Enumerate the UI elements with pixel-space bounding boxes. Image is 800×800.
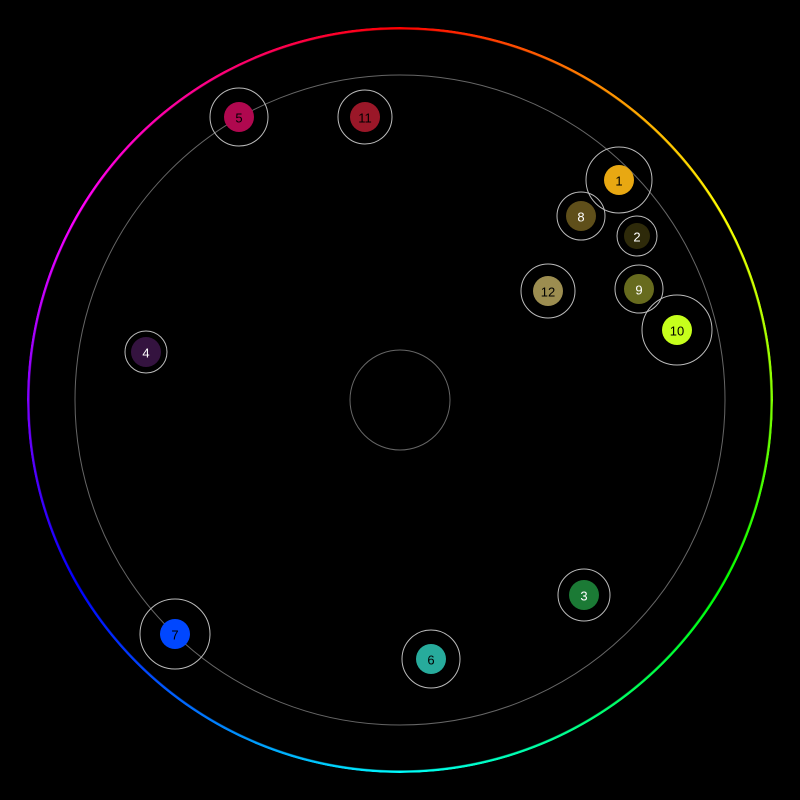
node-swatch[interactable] <box>662 315 692 345</box>
node-label: 2 <box>633 230 640 245</box>
node-label: 1 <box>615 174 622 189</box>
node-swatch[interactable] <box>131 337 161 367</box>
node-halo <box>209 87 269 147</box>
center-circle <box>349 349 451 451</box>
node-label: 12 <box>541 285 555 300</box>
color-node-7[interactable]: 7 <box>139 598 211 670</box>
color-node-10[interactable]: 10 <box>641 294 713 366</box>
node-halo <box>557 568 611 622</box>
node-label: 9 <box>635 283 642 298</box>
node-label: 6 <box>427 653 434 668</box>
color-node-8[interactable]: 8 <box>556 191 606 241</box>
node-swatch[interactable] <box>160 619 190 649</box>
node-halo <box>337 89 393 145</box>
node-label: 4 <box>142 346 149 361</box>
node-swatch[interactable] <box>224 102 254 132</box>
node-label: 7 <box>171 628 178 643</box>
color-node-12[interactable]: 12 <box>520 263 576 319</box>
color-node-3[interactable]: 3 <box>557 568 611 622</box>
node-label: 5 <box>235 111 242 126</box>
color-node-9[interactable]: 9 <box>614 264 664 314</box>
node-label: 8 <box>577 210 584 225</box>
node-label: 3 <box>580 589 587 604</box>
node-label: 10 <box>670 324 684 339</box>
node-swatch[interactable] <box>533 276 563 306</box>
node-swatch[interactable] <box>604 165 634 195</box>
outer-guide-circle <box>74 74 726 726</box>
hue-ring <box>27 27 773 773</box>
node-swatch[interactable] <box>569 580 599 610</box>
node-swatch[interactable] <box>624 223 650 249</box>
color-node-5[interactable]: 5 <box>209 87 269 147</box>
node-halo <box>139 598 211 670</box>
node-halo <box>614 264 664 314</box>
node-halo <box>556 191 606 241</box>
color-node-1[interactable]: 1 <box>585 146 653 214</box>
node-swatch[interactable] <box>350 102 380 132</box>
node-halo <box>585 146 653 214</box>
node-halo <box>124 330 168 374</box>
node-halo <box>401 629 461 689</box>
node-swatch[interactable] <box>416 644 446 674</box>
node-halo <box>641 294 713 366</box>
color-node-11[interactable]: 11 <box>337 89 393 145</box>
node-halo <box>520 263 576 319</box>
node-label: 11 <box>358 111 372 126</box>
color-node-6[interactable]: 6 <box>401 629 461 689</box>
node-swatch[interactable] <box>624 274 654 304</box>
color-node-4[interactable]: 4 <box>124 330 168 374</box>
node-swatch[interactable] <box>566 201 596 231</box>
color-node-2[interactable]: 2 <box>616 215 658 257</box>
node-halo <box>616 215 658 257</box>
